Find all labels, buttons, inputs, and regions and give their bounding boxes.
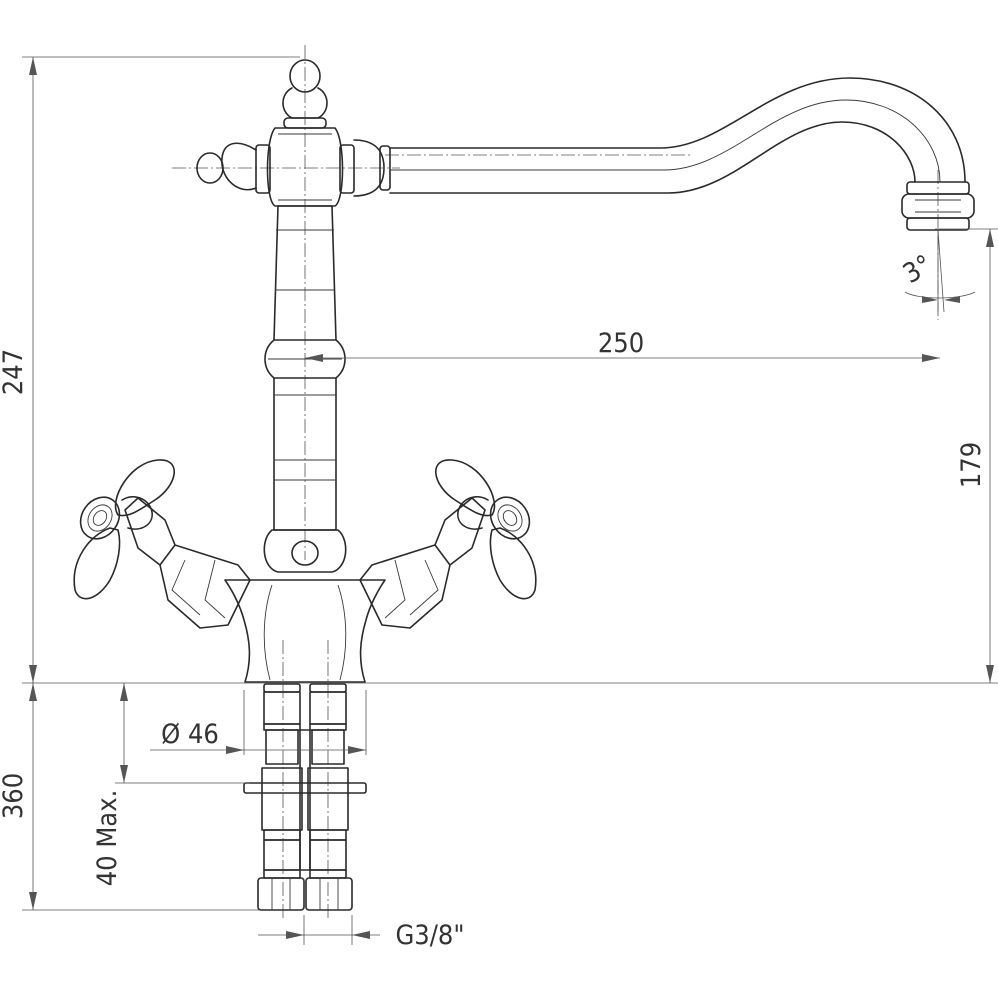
right-valve (359, 497, 486, 629)
spout (389, 77, 975, 231)
deck-thickness-label: 40 Max. (92, 790, 123, 887)
left-handle (73, 459, 175, 600)
swivel-angle-label: 3° (898, 249, 937, 290)
thread-label: G3/8" (395, 920, 464, 951)
right-handle (435, 459, 537, 600)
mixer-head (196, 127, 391, 207)
left-valve (124, 497, 251, 629)
spout-reach-label: 250 (598, 328, 644, 359)
total-height-label: 247 (0, 349, 29, 395)
faucet-outline (73, 45, 975, 918)
column (263, 205, 347, 573)
spout-height-label: 179 (956, 442, 987, 488)
base-diameter-label: Ø 46 (161, 719, 219, 750)
hoses (243, 640, 367, 918)
mixer-body (224, 579, 386, 683)
dimension-lines (22, 56, 998, 945)
hose-length-label: 360 (0, 773, 29, 819)
